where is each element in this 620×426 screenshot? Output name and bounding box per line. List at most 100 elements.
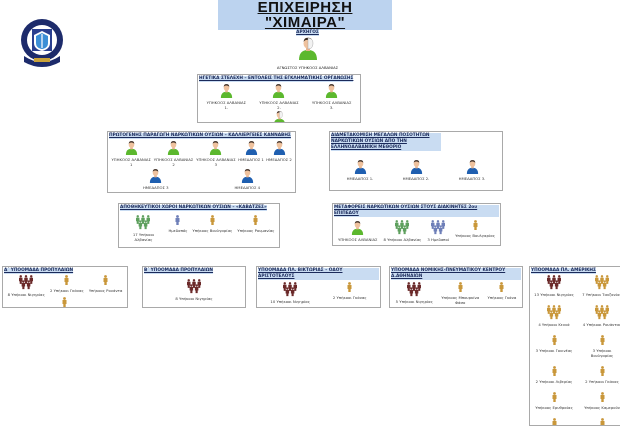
member: Υπήκοος Ερυθραίας — [532, 392, 576, 410]
member-label: 2 Υπήκοοι Γκάνας — [332, 295, 367, 300]
member: ΥΠΗΚΟΟΣ ΑΛΒΑΝΙΑΣ 1. — [206, 83, 246, 110]
member-label: Υπήκοος Ρουμανίας — [237, 228, 275, 233]
people-group-icon — [407, 281, 422, 298]
member-label: ΗΜΕΔΑΠΟΣ 3 — [142, 184, 169, 190]
member: ΗΜΕΔΑΠΟΣ 3. — [458, 159, 486, 181]
person-icon — [600, 335, 605, 347]
person-icon — [600, 392, 605, 404]
person-icon — [410, 159, 423, 175]
page-title: ΕΠΙΧΕΙΡΗΣΗ "ΧΙΜΑΙΡΑ" — [218, 0, 392, 30]
member: 2 Υπήκοοι Γκάνας — [333, 282, 367, 304]
person-icon — [600, 418, 605, 425]
member-label: Υπήκοος Μπουρκίνα Φάσο — [441, 294, 480, 305]
member-list: ΥΠΗΚΟΟΣ ΑΛΒΑΝΙΑΣ 1. ΥΠΗΚΟΟΣ ΑΛΒΑΝΙΑΣ 2. ΥΠ… — [199, 82, 359, 122]
group-box-transport: ΔΙΑΜΕΤΑΚΟΜΙΣΗ ΜΕΓΑΛΩΝ ΠΟΣΟΤΗΤΩΝ ΝΑΡΚΩΤΙΚ… — [329, 131, 503, 191]
people-group-icon — [187, 279, 201, 295]
member-list: ΗΜΕΔΑΠΟΣ 1.ΗΜΕΔΑΠΟΣ 2.ΗΜΕΔΑΠΟΣ 3. — [331, 151, 501, 189]
member-label: ΥΠΗΚΟΟΣ ΑΛΒΑΝΙΑΣ 1 — [111, 157, 151, 168]
member-label: ΥΠΗΚΟΟΣ ΑΛΒΑΝΙΑΣ 2 — [153, 157, 194, 168]
group-box-sub-c: ΥΠΟΟΜΑΔΑ ΠΛ. ΒΙΚΤΩΡΙΑΣ – ΟΔΟΥ ΑΡΙΣΤΟΤΕΛΟ… — [256, 266, 381, 308]
person-icon — [62, 297, 67, 307]
member: ΗΜΕΔΑΠΟΣ 3 — [143, 168, 169, 190]
person-icon — [125, 140, 138, 156]
person-icon — [600, 366, 605, 378]
member-label: ΥΠΗΚΟΟΣ ΑΛΒΑΝΙΑΣ 3 — [196, 157, 236, 168]
person-icon — [210, 215, 215, 227]
member-label: 5 Υπήκοοι Νιγηρίας — [395, 298, 433, 304]
member: 8 Υπήκοοι Νιγηρίας — [8, 275, 45, 297]
police-logo — [21, 19, 63, 67]
member-list: 5 Υπήκοοι Νιγηρίας Υπήκοος Μπουρκίνα Φάσο… — [391, 280, 521, 306]
member: Υπήκοος Σενεγάλης — [580, 418, 620, 425]
person-icon — [552, 335, 557, 347]
chief-label: ΑΓΝΩΣΤΟΣ ΥΠΗΚΟΟΣ ΑΛΒΑΝΙΑΣ — [276, 65, 339, 70]
member-label: 2 Υπήκοοι Γκάνας — [585, 379, 619, 384]
member-label: ΥΠΗΚΟΟΣ ΑΛΒΑΝΙΑΣ 2. — [259, 100, 299, 110]
member: ΗΜΕΔΑΠΟΣ 2 — [266, 140, 292, 167]
member-label: Υπήκοος Βουλγαρίας — [455, 232, 495, 238]
group-box-leadership: ΗΓΕΤΙΚΑ ΣΤΕΛΕΧΗ – ΕΝΤΟΛΕΙΣ ΤΗΣ ΕΓΚΛΗΜΑΤΙ… — [197, 74, 361, 123]
member: ΗΜΕΔΑΠΟΣ 1. — [346, 159, 374, 181]
people-group-icon — [547, 305, 561, 321]
member: ΗΜΕΔΑΠΟΣ 1 — [238, 140, 264, 167]
group-box-sub-a: Α΄ ΥΠΟΟΜΑΔΑ ΠΡΟΠΥΛΑΙΩΝ 8 Υπήκοοι Νιγηρίας… — [2, 266, 128, 308]
group-box-storage: ΑΠΟΘΗΚΕΥΤΙΚΟΙ ΧΩΡΟΙ ΝΑΡΚΩΤΙΚΩΝ ΟΥΣΙΩΝ – … — [118, 203, 280, 248]
member: ΗΜΕΔΑΠΟΣ 4 — [234, 168, 260, 190]
member: 8 Υπήκοοι Αλβανίας — [383, 219, 422, 242]
person-icon — [347, 282, 352, 294]
masked-person-icon — [298, 36, 318, 64]
member: ΥΠΗΚΟΟΣ ΑΛΒΑΝΙΑΣ 1 — [111, 140, 151, 167]
group-heading: Α΄ ΥΠΟΟΜΑΔΑ ΠΡΟΠΥΛΑΙΩΝ — [4, 268, 74, 274]
person-icon — [167, 140, 180, 156]
member: 17 Υπήκοοι Αλβανίας — [123, 215, 163, 242]
member-label: 3 Ημεδαποί — [427, 236, 450, 242]
group-box-sub-d: ΥΠΟΟΜΑΔΑ ΝΟΜΙΚΗΣ-ΠΝΕΥΜΑΤΙΚΟΥ ΚΕΝΤΡΟΥ Δ.Α… — [389, 266, 523, 308]
member-label: ΗΜΕΔΑΠΟΣ 1. — [346, 176, 374, 181]
member: Υπήκοος ΗΠΑ — [52, 297, 78, 307]
group-box-distribution: ΜΕΤΑΦΟΡΕΙΣ ΝΑΡΚΩΤΙΚΩΝ ΟΥΣΙΩΝ ΣΤΟΥΣ ΔΙΑΚΙ… — [332, 203, 501, 246]
member-list: 8 Υπήκοοι Νιγηρίας — [144, 274, 244, 306]
person-icon — [245, 140, 258, 156]
member-label: 4 Υπήκοοι Κενυά — [538, 322, 570, 327]
member-label: 7 Υπήκοοι Τανζανίας — [582, 292, 620, 297]
member: 10 Υπήκοοι Νιγηρίας — [270, 282, 310, 304]
person-icon — [325, 83, 338, 99]
person-icon — [64, 275, 69, 287]
member-list: 10 Υπήκοοι Νιγηρίας 2 Υπήκοοι Γκάνας — [258, 280, 379, 306]
person-icon — [253, 215, 258, 227]
people-group-icon — [595, 275, 609, 291]
member: 3 Ημεδαποί — [427, 219, 450, 242]
member-label: ΥΠΗΚΟΟΣ ΑΛΒΑΝΙΑΣ 3. — [311, 100, 352, 110]
member-label: 10 Υπήκοοι Νιγηρίας — [270, 299, 311, 304]
member: 7 Υπήκοοι Τανζανίας — [580, 275, 620, 297]
member-label: 8 Υπήκοοι Νιγηρίας — [7, 292, 45, 297]
member-label: 2 Υπήκοοι Γκάνας — [49, 288, 84, 293]
group-box-production: ΠΡΩΤΟΓΕΝΗΣ ΠΑΡΑΓΩΓΗ ΝΑΡΚΩΤΙΚΩΝ ΟΥΣΙΩΝ – … — [107, 131, 296, 193]
member-label: Υπήκοος Καμερούν — [584, 405, 620, 410]
member: Υπήκοος Μπουρκίνα — [532, 418, 576, 425]
group-heading: ΥΠΟΟΜΑΔΑ ΝΟΜΙΚΗΣ-ΠΝΕΥΜΑΤΙΚΟΥ ΚΕΝΤΡΟΥ Δ.Α… — [391, 268, 521, 280]
member-label: 3 Υπήκοοι Βουλγαρίας — [590, 348, 614, 358]
person-icon — [272, 83, 285, 99]
group-heading: ΠΡΩΤΟΓΕΝΗΣ ΠΑΡΑΓΩΓΗ ΝΑΡΚΩΤΙΚΩΝ ΟΥΣΙΩΝ – … — [109, 133, 291, 139]
person-icon — [458, 281, 463, 294]
member-label: 8 Υπήκοοι Αλβανίας — [383, 236, 422, 242]
person-icon — [466, 159, 479, 175]
member: 3 Υπήκοοι Βουλγαρίας — [580, 335, 620, 358]
person-icon — [552, 366, 557, 378]
member: Ημεδαπός — [168, 215, 187, 242]
group-heading: ΗΓΕΤΙΚΑ ΣΤΕΛΕΧΗ – ΕΝΤΟΛΕΙΣ ΤΗΣ ΕΓΚΛΗΜΑΤΙ… — [199, 76, 354, 82]
member: ΥΠΗΚΟΟΣ ΑΛΒΑΝΙΑΣ 2. — [259, 83, 299, 110]
member: 5 Υπήκοοι Νιγηρίας — [395, 281, 433, 305]
people-group-icon — [395, 219, 410, 236]
member: 4 Υπήκοοι Ρουάντας — [580, 305, 620, 327]
people-group-icon — [19, 275, 34, 291]
member: 8 Υπήκοοι Νιγηρίας — [175, 279, 213, 301]
group-heading: ΥΠΟΟΜΑΔΑ ΠΛ. ΑΜΕΡΙΚΗΣ — [531, 268, 596, 274]
group-heading: ΥΠΟΟΜΑΔΑ ΠΛ. ΒΙΚΤΩΡΙΑΣ – ΟΔΟΥ ΑΡΙΣΤΟΤΕΛΟ… — [258, 268, 379, 280]
member-label: ΗΜΕΔΑΠΟΣ 3. — [458, 176, 486, 181]
